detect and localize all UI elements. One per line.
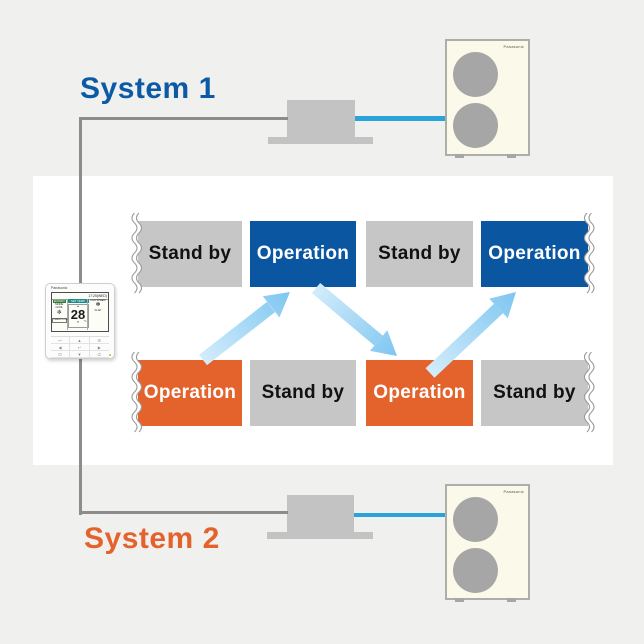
energy-button-icon: ⊡ — [51, 351, 71, 358]
state-label: Stand by — [493, 382, 576, 403]
controller-wire-system2 — [79, 511, 288, 514]
system2-state-1: Operation — [138, 360, 242, 426]
unit-foot — [455, 154, 464, 158]
unit-foot — [507, 154, 516, 158]
mode-value: COOL — [55, 306, 64, 310]
right-button-icon: ▶ — [89, 344, 109, 351]
indoor-unit-2 — [287, 495, 354, 532]
state-label: Stand by — [378, 243, 461, 264]
remote-controller: Panasonic 17:25(WED) ECONAVI MODE COOL ❄… — [45, 283, 115, 359]
wavy-break-left-row1-icon — [128, 213, 143, 294]
display-left-column: ECONAVI MODE COOL ❄ TIMER/CLOCK — [52, 299, 68, 330]
status-led — [108, 353, 111, 356]
refrigerant-pipe-1 — [350, 116, 446, 121]
system1-state-2: Operation — [250, 221, 356, 287]
state-label: Operation — [488, 243, 581, 264]
display-center-column: SET TEMP ▲ 28 °C ▼ — [67, 299, 90, 330]
state-label: Operation — [256, 243, 350, 264]
fan-icon — [453, 548, 498, 593]
timer-clock-label: TIMER/CLOCK — [52, 317, 68, 323]
fan-speed-icon: ✻ — [95, 302, 101, 309]
back-button-icon: ↩ — [51, 337, 71, 344]
set-temp-label: SET TEMP — [67, 299, 89, 304]
display-divider — [52, 298, 108, 300]
wavy-break-left-row2-icon — [128, 352, 143, 433]
outdoor-unit-1-brand: Panasonic — [503, 44, 524, 49]
indoor-unit-2-base — [267, 532, 373, 539]
system1-state-4: Operation — [481, 221, 588, 287]
outdoor-unit-2-brand: Panasonic — [503, 489, 524, 494]
indoor-unit-1 — [287, 100, 355, 137]
indoor-unit-1-base — [268, 137, 373, 144]
fan-icon — [453, 52, 498, 97]
controller-brand: Panasonic — [51, 286, 68, 290]
outdoor-unit-1: Panasonic — [445, 39, 530, 158]
power-button-icon: ⏻ — [89, 351, 109, 358]
wavy-break-right-row2-icon — [583, 352, 598, 433]
display-right-column: FAN SPEED ✻ FLAP — [87, 299, 108, 330]
menu-button-icon: ☰ — [89, 337, 109, 344]
outdoor-unit-2: Panasonic — [445, 484, 530, 602]
fan-icon — [453, 103, 498, 148]
state-label: Operation — [373, 382, 466, 403]
mode-label: MODE — [55, 302, 64, 306]
left-button-icon: ◀ — [51, 344, 71, 351]
temp-up-icon: ▲ — [76, 303, 80, 308]
state-label: Stand by — [261, 382, 345, 403]
controller-wire-system1 — [79, 117, 288, 120]
system2-state-4: Stand by — [481, 360, 588, 426]
down-button-icon: ▼ — [70, 351, 90, 358]
state-label: Operation — [143, 382, 237, 403]
display-time: 17:25(WED) — [88, 293, 107, 298]
enter-button-icon: ↵ — [70, 344, 90, 351]
fan-icon — [453, 497, 498, 542]
temperature-box: ▲ 28 °C ▼ — [67, 303, 89, 328]
econavi-badge: ECONAVI — [52, 299, 66, 303]
fan-speed-label: FAN SPEED — [90, 299, 106, 302]
controller-display: 17:25(WED) ECONAVI MODE COOL ❄ TIMER/CLO… — [51, 292, 109, 332]
system1-state-1: Stand by — [138, 221, 242, 287]
unit-foot — [507, 598, 516, 602]
system2-state-2: Stand by — [250, 360, 356, 426]
system1-state-3: Stand by — [366, 221, 473, 287]
system2-label: System 2 — [84, 522, 220, 555]
controller-buttons: ↩ ▲ ☰ ◀ ↵ ▶ ⊡ ▼ ⏻ — [51, 336, 109, 358]
up-button-icon: ▲ — [70, 337, 90, 344]
unit-foot — [455, 598, 464, 602]
wavy-break-right-row1-icon — [583, 213, 598, 294]
temperature-unit: °C — [83, 319, 87, 323]
temp-down-icon: ▼ — [76, 320, 80, 325]
system2-state-3: Operation — [366, 360, 473, 426]
flap-label: FLAP — [94, 308, 102, 312]
refrigerant-pipe-2 — [350, 512, 446, 518]
state-label: Stand by — [148, 243, 232, 264]
temperature-value: 28 — [70, 307, 86, 323]
snowflake-icon: ❄ — [56, 309, 62, 316]
system1-label: System 1 — [80, 72, 216, 105]
